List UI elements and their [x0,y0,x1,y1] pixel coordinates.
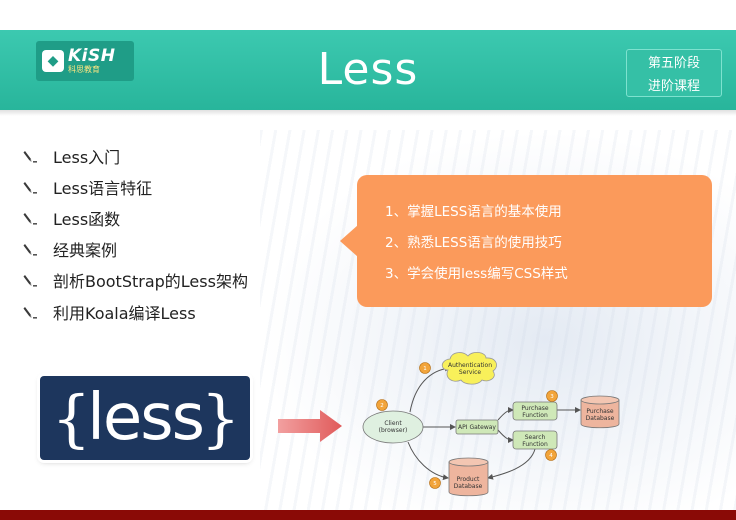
callout-pointer [340,225,358,257]
product-db-top [448,457,489,467]
client-label: Client [384,420,402,427]
goal-item: 1、掌握LESS语言的基本使用 [385,204,562,220]
step-badge-4: 4 [545,449,557,461]
pen-icon [22,210,44,226]
logo-subtitle: 科思教育 [68,65,100,74]
gateway-label: API Gateway [458,424,496,431]
brace-open: { [51,381,91,455]
auth-service-label: Service [459,369,481,376]
step-badge-2: 2 [376,399,388,411]
purchase-db-label: Purchase [586,408,614,415]
product-db-label: Product [457,476,480,483]
topic-item: 利用Koala编译Less [22,296,322,327]
pen-icon [22,304,44,320]
svg-text:2: 2 [380,403,384,409]
search-function-label: Search [525,434,546,441]
purchase-function-label: Purchase [521,405,549,412]
topic-label: Less入门 [53,147,121,167]
topic-item: 剖析BootStrap的Less架构 [22,265,322,296]
header-shadow [0,110,736,116]
svg-text:5: 5 [433,481,437,487]
goal-item: 2、熟悉LESS语言的使用技巧 [385,235,562,251]
auth-service-cloud [441,352,497,385]
client-label: (browser) [379,427,408,434]
stage-line-2: 进阶课程 [647,79,700,94]
step-badge-3: 3 [546,390,558,402]
pen-icon [22,241,44,257]
purchase-function-label: Function [522,412,548,419]
pen-icon [22,272,44,288]
slide-title: Less [317,44,419,95]
topic-label: Less语言特征 [53,178,153,198]
logo-brand: KiSH [68,46,116,66]
architecture-diagram: Authentication Service Client (browser) … [362,352,620,497]
learning-goals-callout: 1、掌握LESS语言的基本使用 2、熟悉LESS语言的使用技巧 3、学会使用le… [340,175,712,307]
step-badge-1: 1 [419,362,431,374]
edge-gateway-purchase [497,407,514,421]
edge-search-productdb [487,448,536,480]
less-logo-text: less [87,381,205,455]
topic-item: Less入门 [22,140,322,171]
goal-item: 3、学会使用less编写CSS样式 [385,266,568,282]
purchase-function-node [512,401,558,421]
topic-item: Less语言特征 [22,171,322,202]
bottom-bar [0,510,736,520]
auth-service-label: Authentication [448,362,492,369]
topic-label: 剖析BootStrap的Less架构 [53,272,248,292]
step-badge-5: 5 [429,477,441,489]
product-db-label: Database [454,483,483,490]
topic-list: Less入门 Less语言特征 Less函数 经典案例 剖析BootStrap的… [22,140,322,327]
topic-label: Less函数 [53,209,121,229]
pen-icon [22,179,44,195]
search-function-label: Function [522,441,548,448]
svg-text:1: 1 [423,366,427,372]
pen-icon [22,148,44,164]
search-function-node [512,430,558,450]
logo-mark-icon: ◆ [42,50,64,72]
stage-badge: 第五阶段 进阶课程 [626,49,722,97]
product-db-node [448,461,489,497]
topic-label: 经典案例 [53,241,118,261]
client-node [362,410,424,444]
purchase-db-label: Database [586,415,615,422]
svg-text:4: 4 [549,453,553,459]
edge-client-productdb [407,441,449,481]
brace-close: } [200,381,240,455]
logo-text: KiSH 科思教育 [68,48,115,74]
less-logo: { less } [40,376,250,460]
purchase-db-node [580,399,620,429]
topic-label: 利用Koala编译Less [53,303,196,323]
right-arrow-icon [278,410,342,442]
brand-logo: ◆ KiSH 科思教育 [36,41,134,81]
svg-text:3: 3 [550,394,554,400]
gateway-node [455,419,499,435]
edge-gateway-search [497,429,514,443]
edge-client-auth [409,365,451,413]
purchase-db-top [580,395,620,405]
topic-item: Less函数 [22,202,322,233]
stage-line-1: 第五阶段 [647,56,700,71]
topic-item: 经典案例 [22,234,322,265]
